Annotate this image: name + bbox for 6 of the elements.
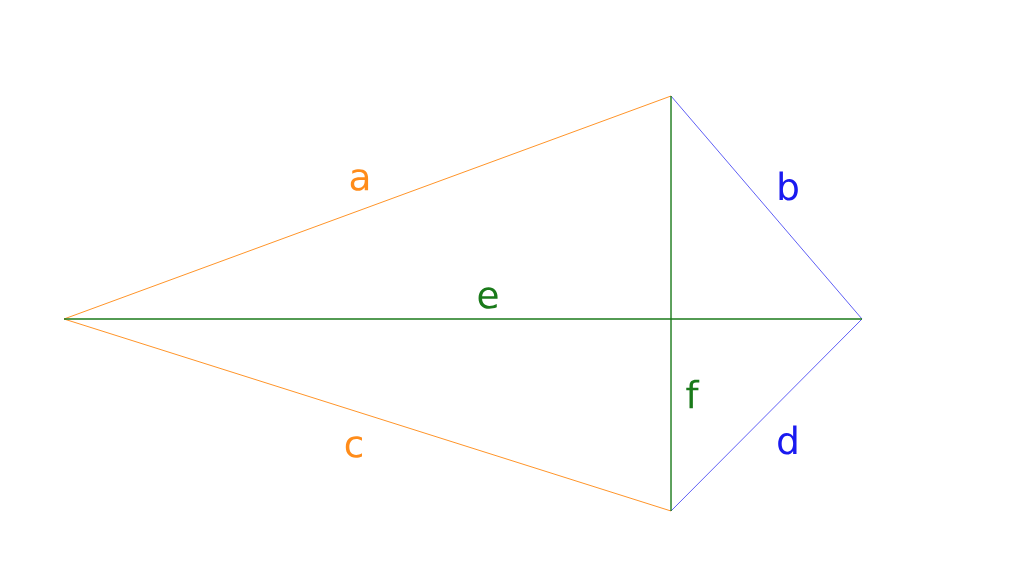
line-label: a <box>350 169 369 191</box>
line-label: f <box>686 379 700 409</box>
line-label: c <box>345 436 362 458</box>
line-label: b <box>779 171 798 201</box>
line-label: e <box>478 287 498 309</box>
line-label: d <box>778 425 797 455</box>
